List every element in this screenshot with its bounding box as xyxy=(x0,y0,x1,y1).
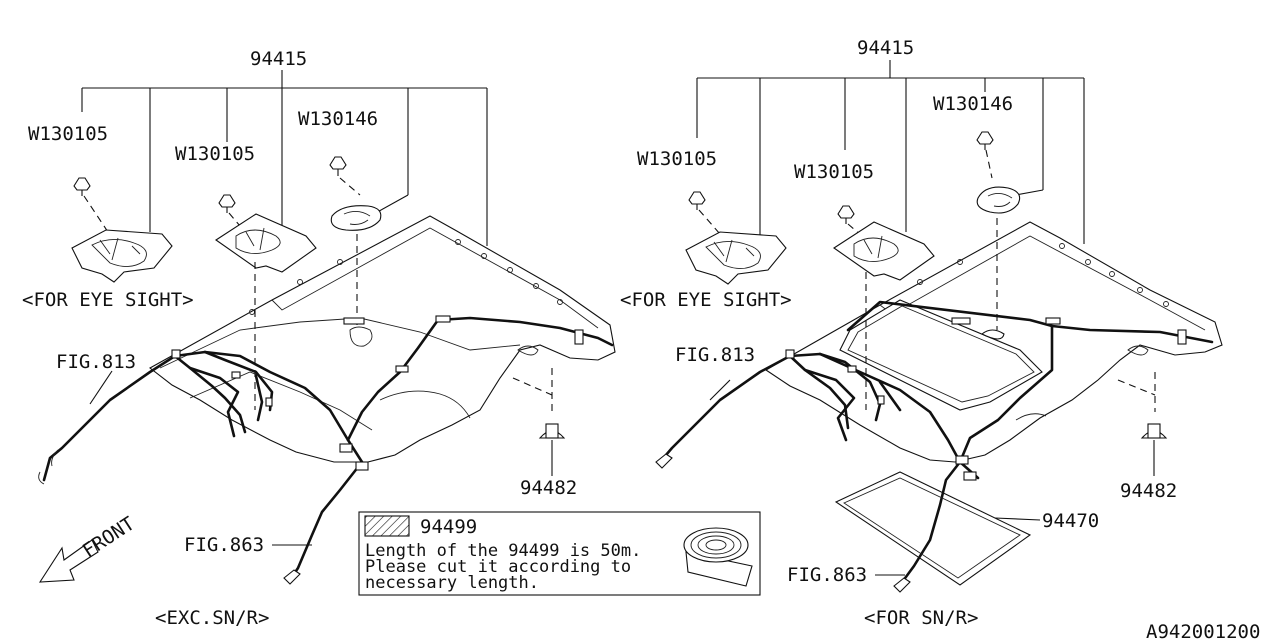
right-wiring-harness xyxy=(655,300,1214,593)
left-clip-bottom-label: 94482 xyxy=(520,477,577,499)
eye-sight-bracket-a xyxy=(71,229,173,283)
right-fig-front-label: FIG.813 xyxy=(675,344,755,366)
connector-icon xyxy=(877,395,885,405)
right-assembly: 94415 W130105 W130105 W130146 xyxy=(620,37,1223,629)
right-harness-part-number: 94415 xyxy=(857,37,914,59)
right-headliner xyxy=(764,221,1223,463)
clip-icon xyxy=(218,194,236,213)
left-clip-c-label: W130146 xyxy=(298,108,378,130)
tape-marker-icon xyxy=(355,461,369,471)
connector-icon xyxy=(283,569,301,585)
tape-marker-icon xyxy=(1177,329,1187,345)
right-clip-b-label: W130105 xyxy=(794,161,874,183)
tape-note-line3: necessary length. xyxy=(365,573,539,593)
left-assembly: 94415 W130105 W130105 W130146 xyxy=(22,48,616,629)
tape-marker-icon xyxy=(339,443,353,453)
left-fig-front-label: FIG.813 xyxy=(56,351,136,373)
clip-icon xyxy=(73,177,91,196)
left-clip-b-label: W130105 xyxy=(175,143,255,165)
clip-icon xyxy=(837,205,855,224)
tape-marker-icon xyxy=(963,471,977,481)
tape-marker-icon xyxy=(343,317,365,325)
connector-icon xyxy=(231,371,241,379)
left-eye-sight-note: <FOR EYE SIGHT> xyxy=(22,289,194,311)
sunroof-opening xyxy=(839,299,1043,411)
connector-icon xyxy=(893,577,911,593)
tape-marker-icon xyxy=(955,455,969,465)
connector-icon xyxy=(655,453,673,469)
right-clip-bottom-label: 94482 xyxy=(1120,480,1177,502)
connector-icon xyxy=(171,349,181,359)
clip-icon xyxy=(538,423,566,439)
clip-icon xyxy=(1140,423,1168,439)
right-clip-a-label: W130105 xyxy=(637,148,717,170)
tape-marker-icon xyxy=(1045,317,1061,325)
front-direction-indicator: FRONT xyxy=(38,513,139,583)
tape-marker-icon xyxy=(574,329,584,345)
eye-sight-bracket-a xyxy=(685,231,787,285)
eye-sight-bracket-b xyxy=(215,213,317,273)
tape-marker-icon xyxy=(435,315,451,323)
left-wiring-harness xyxy=(38,315,614,585)
tape-roll-icon xyxy=(683,527,753,587)
hatch-swatch-icon xyxy=(364,515,410,537)
connector-icon xyxy=(785,349,795,359)
left-variant-caption: <EXC.SN/R> xyxy=(155,607,269,629)
tape-note-line1: Length of the 94499 is 50m. xyxy=(365,541,641,561)
clip-icon xyxy=(976,131,994,150)
left-headliner xyxy=(149,215,616,463)
right-eye-sight-note: <FOR EYE SIGHT> xyxy=(620,289,792,311)
right-clip-c-label: W130146 xyxy=(933,93,1013,115)
eye-sight-bracket-b xyxy=(833,221,935,281)
tape-part-number: 94499 xyxy=(420,516,477,538)
eye-sight-bracket-c xyxy=(330,205,382,231)
diagram-code: A942001200 xyxy=(1146,621,1260,640)
right-seal-label: 94470 xyxy=(1042,510,1099,532)
left-clip-a-label: W130105 xyxy=(28,123,108,145)
left-harness-part-number: 94415 xyxy=(250,48,307,70)
tape-note-box: 94499 Length of the 94499 is 50m. Please… xyxy=(358,511,761,596)
left-fig-rear-label: FIG.863 xyxy=(184,534,264,556)
sunroof-seal xyxy=(834,471,1032,586)
clip-icon xyxy=(688,191,706,210)
tape-marker-icon xyxy=(395,365,409,373)
front-arrow-label: FRONT xyxy=(79,513,139,563)
right-variant-caption: <FOR SN/R> xyxy=(864,607,978,629)
outline-arrow-icon xyxy=(38,539,99,583)
tape-note-line2: Please cut it according to xyxy=(365,557,631,577)
connector-icon xyxy=(847,365,857,373)
clip-icon xyxy=(329,156,347,176)
tape-marker-icon xyxy=(951,317,971,325)
connector-icon xyxy=(265,397,273,407)
eye-sight-bracket-c xyxy=(976,186,1021,214)
right-fig-rear-label: FIG.863 xyxy=(787,564,867,586)
